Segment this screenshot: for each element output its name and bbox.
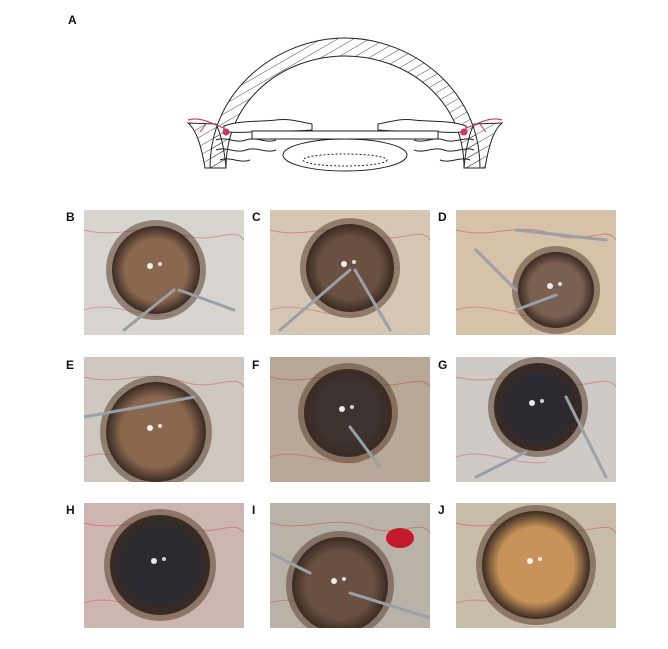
surgical-photo-i <box>270 503 430 628</box>
eye-schematic-diagram <box>186 37 504 172</box>
suture-right <box>465 118 503 129</box>
surgical-photo-b <box>84 210 244 335</box>
surgical-instrument <box>348 425 382 469</box>
surgical-instrument <box>348 591 430 620</box>
surgical-photo-f <box>270 357 430 482</box>
surgical-photo-e <box>84 357 244 482</box>
panel-label-h: H <box>66 503 75 517</box>
surgical-photo-j <box>456 503 616 628</box>
iris-implant-shape <box>251 130 439 140</box>
surgical-instrument <box>564 395 608 479</box>
panel-label-f: F <box>252 358 260 372</box>
panel-label-g: G <box>438 358 448 372</box>
surgical-instrument <box>278 268 352 332</box>
suture-knot-left <box>222 128 230 136</box>
surgical-instrument <box>177 288 236 312</box>
blood-spot <box>386 528 414 548</box>
suture-left <box>187 118 225 129</box>
lens-shape <box>282 138 408 172</box>
panel-label-d: D <box>438 210 447 224</box>
panel-label-b: B <box>66 210 75 224</box>
sclera-left-shape <box>186 122 227 169</box>
surgical-photo-g <box>456 357 616 482</box>
surgical-instrument <box>514 293 558 312</box>
surgical-photo-d <box>456 210 616 335</box>
surgical-instrument <box>84 395 196 419</box>
iris-right-shape <box>377 119 467 133</box>
surgical-instrument <box>474 248 518 292</box>
surgical-instrument <box>122 288 176 332</box>
ciliary-left-shape <box>215 138 277 162</box>
suture-knot-right <box>460 128 468 136</box>
lens-nucleus-shape <box>302 153 388 167</box>
surgical-photo-h <box>84 503 244 628</box>
panel-label-e: E <box>66 358 75 372</box>
iris-left-shape <box>223 119 313 133</box>
panel-label-i: I <box>252 503 256 517</box>
ciliary-right-shape <box>413 138 475 162</box>
panel-label-j: J <box>438 503 445 517</box>
panel-label-a: A <box>68 13 77 27</box>
surgical-instrument <box>353 268 392 332</box>
panel-label-c: C <box>252 210 261 224</box>
surgical-instrument <box>270 551 312 575</box>
surgical-instrument <box>474 450 528 479</box>
surgical-instrument <box>514 228 608 242</box>
surgical-photo-c <box>270 210 430 335</box>
sclera-right-shape <box>463 122 504 169</box>
